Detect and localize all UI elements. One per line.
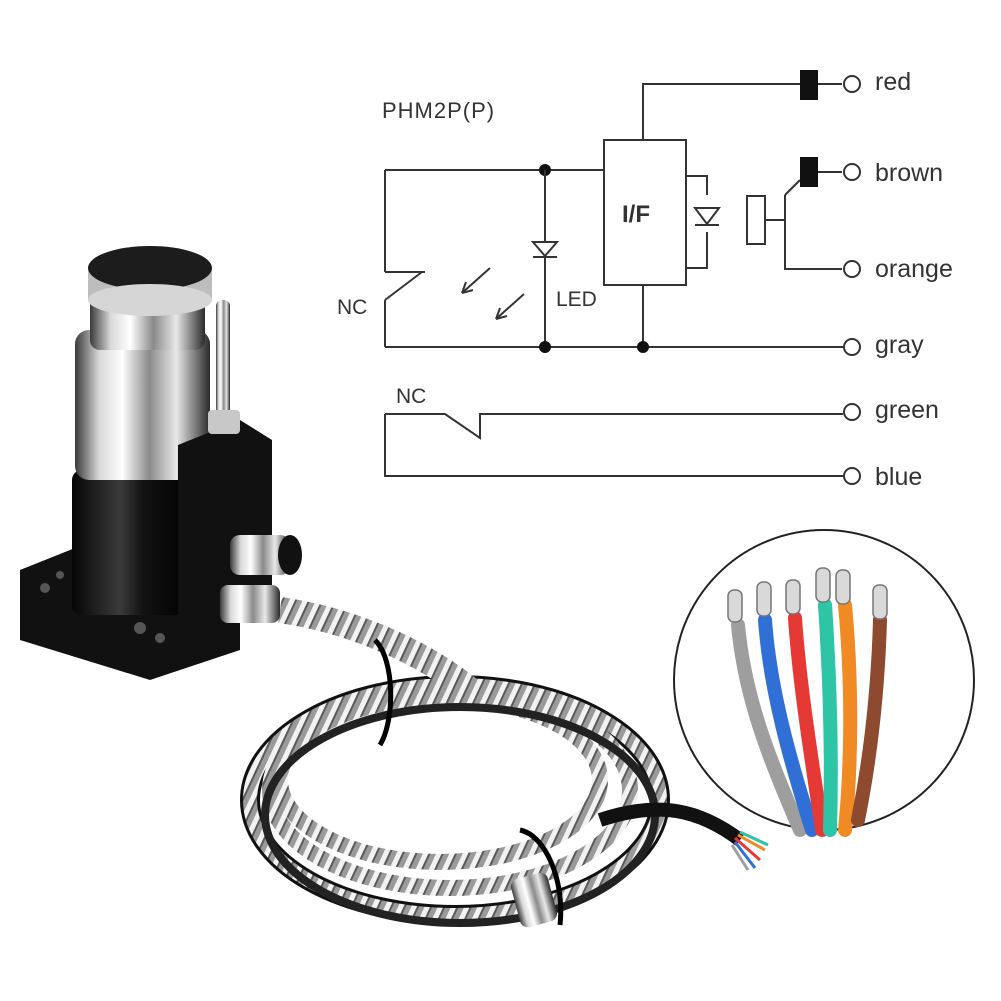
red-terminal-block <box>800 70 818 100</box>
inset-wire-tips <box>727 567 888 623</box>
tool-setter-illustration <box>20 246 769 928</box>
terminal-red <box>843 75 861 93</box>
wire-label-green: green <box>875 396 939 424</box>
terminal-gray <box>843 338 861 356</box>
interface-label: I/F <box>622 201 650 228</box>
wire-label-gray: gray <box>875 331 924 359</box>
led-label: LED <box>556 288 597 311</box>
model-title: PHM2P(P) <box>382 98 495 123</box>
schematic: PHM2P(P) I/F LED <box>337 70 861 485</box>
wire-label-brown: brown <box>875 159 943 187</box>
terminal-orange <box>843 260 861 278</box>
terminal-brown <box>843 163 861 181</box>
inset-wires <box>731 598 887 837</box>
black-body <box>72 470 192 615</box>
cable-wire-ends <box>730 830 769 871</box>
wire-label-blue: blue <box>875 463 922 491</box>
brown-terminal-block <box>800 157 818 187</box>
interface-box <box>603 139 687 286</box>
wire-label-orange: orange <box>875 255 953 283</box>
coiled-hose <box>240 597 745 927</box>
nc-label-bottom: NC <box>396 385 426 408</box>
chrome-body <box>75 330 210 480</box>
nc-label-top: NC <box>337 296 367 319</box>
terminal-green <box>843 403 861 421</box>
wire-labels: red brown orange gray green blue <box>875 68 953 491</box>
wire-ends-inset <box>673 529 975 837</box>
wire-label-red: red <box>875 68 911 96</box>
terminal-blue <box>843 467 861 485</box>
